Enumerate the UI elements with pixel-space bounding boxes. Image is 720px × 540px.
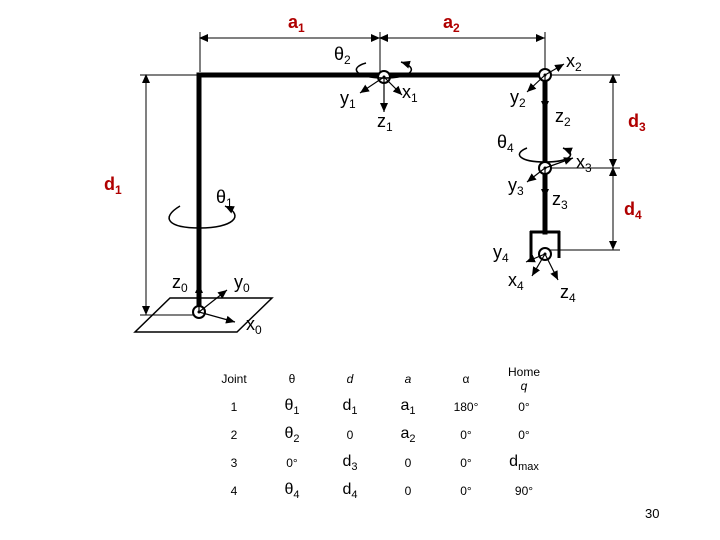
label-d3: d3 — [628, 111, 646, 134]
base-plate — [133, 297, 274, 333]
header-home-label: Home — [507, 365, 540, 379]
label-y3: y3 — [508, 175, 524, 198]
label-x0: x0 — [246, 314, 262, 337]
label-y2: y2 — [510, 87, 526, 110]
axis-arrows — [195, 63, 574, 324]
label-z1: z1 — [377, 111, 393, 134]
table-row: 4 θ4 d4 0 0° 90° — [205, 477, 553, 505]
label-y1: y1 — [340, 88, 356, 111]
label-x3: x3 — [576, 152, 592, 175]
label-x4: x4 — [508, 270, 524, 293]
gripper — [529, 230, 561, 258]
header-joint: Joint — [221, 372, 247, 386]
label-theta4: θ4 — [497, 132, 514, 155]
cell-a: a1 — [400, 396, 416, 418]
robot-links — [196, 72, 548, 315]
label-theta1: θ1 — [216, 187, 233, 210]
cell-alpha: 180° — [453, 400, 479, 414]
label-y4: y4 — [493, 242, 509, 265]
cell-a: 0 — [404, 456, 412, 470]
cell-d: 0 — [346, 428, 354, 442]
label-theta2: θ2 — [334, 44, 351, 67]
header-home-q: q — [520, 379, 528, 393]
theta2-rotation-arrow — [355, 60, 413, 79]
header-theta: θ — [288, 372, 296, 386]
label-y0: y0 — [234, 272, 250, 295]
label-a2: a2 — [443, 12, 460, 35]
table-row: 1 θ1 d1 a1 180° 0° — [205, 393, 553, 421]
label-x1: x1 — [402, 82, 418, 105]
cell-theta: θ4 — [284, 480, 300, 502]
cell-joint: 3 — [230, 456, 238, 470]
cell-home: 0° — [518, 428, 530, 442]
label-d4: d4 — [624, 199, 642, 222]
theta4-rotation-arrow — [518, 147, 573, 163]
cell-a: 0 — [404, 484, 412, 498]
cell-joint: 1 — [230, 400, 238, 414]
label-z4: z4 — [560, 282, 576, 305]
cell-alpha: 0° — [460, 428, 472, 442]
cell-d: d4 — [342, 480, 358, 502]
header-alpha: α — [462, 372, 470, 386]
label-z2: z2 — [555, 106, 571, 129]
cell-home: dmax — [509, 452, 539, 474]
theta1-rotation-arrow — [168, 205, 236, 229]
header-d: d — [346, 372, 354, 386]
cell-home: 90° — [514, 484, 534, 498]
page-number: 30 — [645, 506, 660, 521]
dimension-d1 — [140, 74, 200, 316]
cell-a: a2 — [400, 424, 416, 446]
label-z0: z0 — [172, 272, 188, 295]
label-a1: a1 — [288, 12, 305, 35]
cell-theta: 0° — [286, 456, 298, 470]
header-a: a — [404, 372, 412, 386]
dimension-a — [199, 32, 546, 72]
cell-d: d1 — [342, 396, 358, 418]
cell-alpha: 0° — [460, 484, 472, 498]
cell-theta: θ2 — [284, 424, 300, 446]
cell-joint: 4 — [230, 484, 238, 498]
cell-alpha: 0° — [460, 456, 472, 470]
cell-joint: 2 — [230, 428, 238, 442]
table-row: 2 θ2 0 a2 0° 0° — [205, 421, 553, 449]
cell-theta: θ1 — [284, 396, 300, 418]
label-d1: d1 — [104, 174, 122, 197]
label-z3: z3 — [552, 189, 568, 212]
table-row: 3 0° d3 0 0° dmax — [205, 449, 553, 477]
cell-home: 0° — [518, 400, 530, 414]
cell-d: d3 — [342, 452, 358, 474]
label-x2: x2 — [566, 51, 582, 74]
